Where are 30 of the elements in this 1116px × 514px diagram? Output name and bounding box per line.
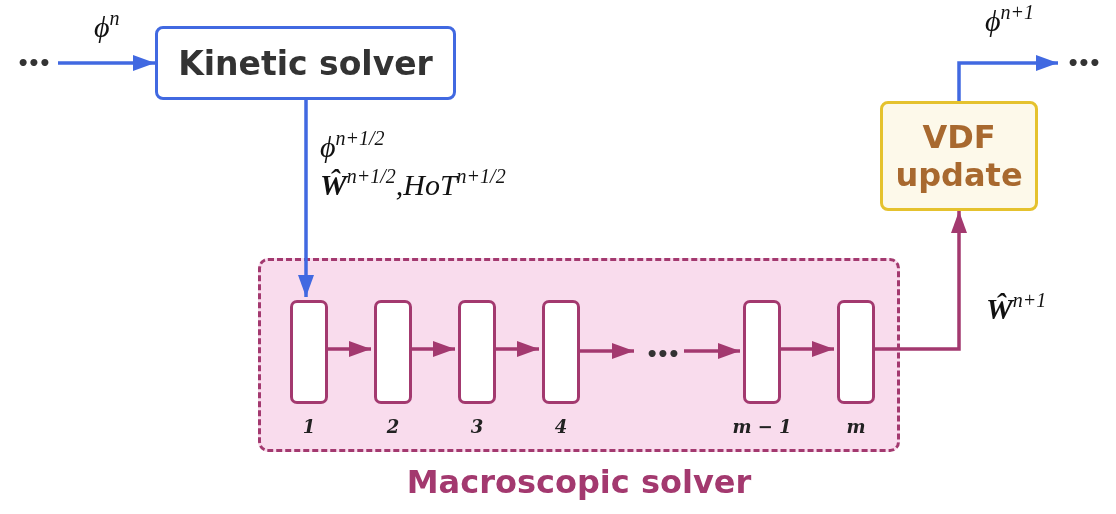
- arrow: [493, 341, 539, 357]
- step-box: [743, 300, 781, 404]
- ellipsis-text: •••: [16, 53, 50, 73]
- arrow: [957, 55, 1058, 101]
- step-number: m: [846, 416, 866, 437]
- arrow: [58, 55, 155, 71]
- process-box: [880, 101, 1038, 211]
- ellipsis-text: •••: [1066, 53, 1100, 73]
- arrow: [298, 100, 314, 297]
- step-number: 1: [302, 416, 316, 437]
- step-number: 3: [470, 416, 484, 437]
- arrow: [577, 343, 634, 359]
- step-number: 4: [554, 416, 568, 437]
- ellipsis-text: •••: [645, 344, 679, 364]
- node-label: Kinetic solver: [178, 43, 433, 83]
- step-box: [458, 300, 496, 404]
- step-box: [374, 300, 412, 404]
- arrow: [325, 341, 371, 357]
- arrow: [409, 341, 455, 357]
- step-number: m − 1: [732, 416, 792, 437]
- arrow: [778, 341, 834, 357]
- step-box: [542, 300, 580, 404]
- step-box: [837, 300, 875, 404]
- arrow: [872, 211, 967, 351]
- group-title: Macroscopic solver: [405, 463, 753, 501]
- arrow: [684, 343, 740, 359]
- step-box: [290, 300, 328, 404]
- node-label: VDF update: [894, 117, 1024, 195]
- process-box: [155, 26, 456, 100]
- step-number: 2: [386, 416, 400, 437]
